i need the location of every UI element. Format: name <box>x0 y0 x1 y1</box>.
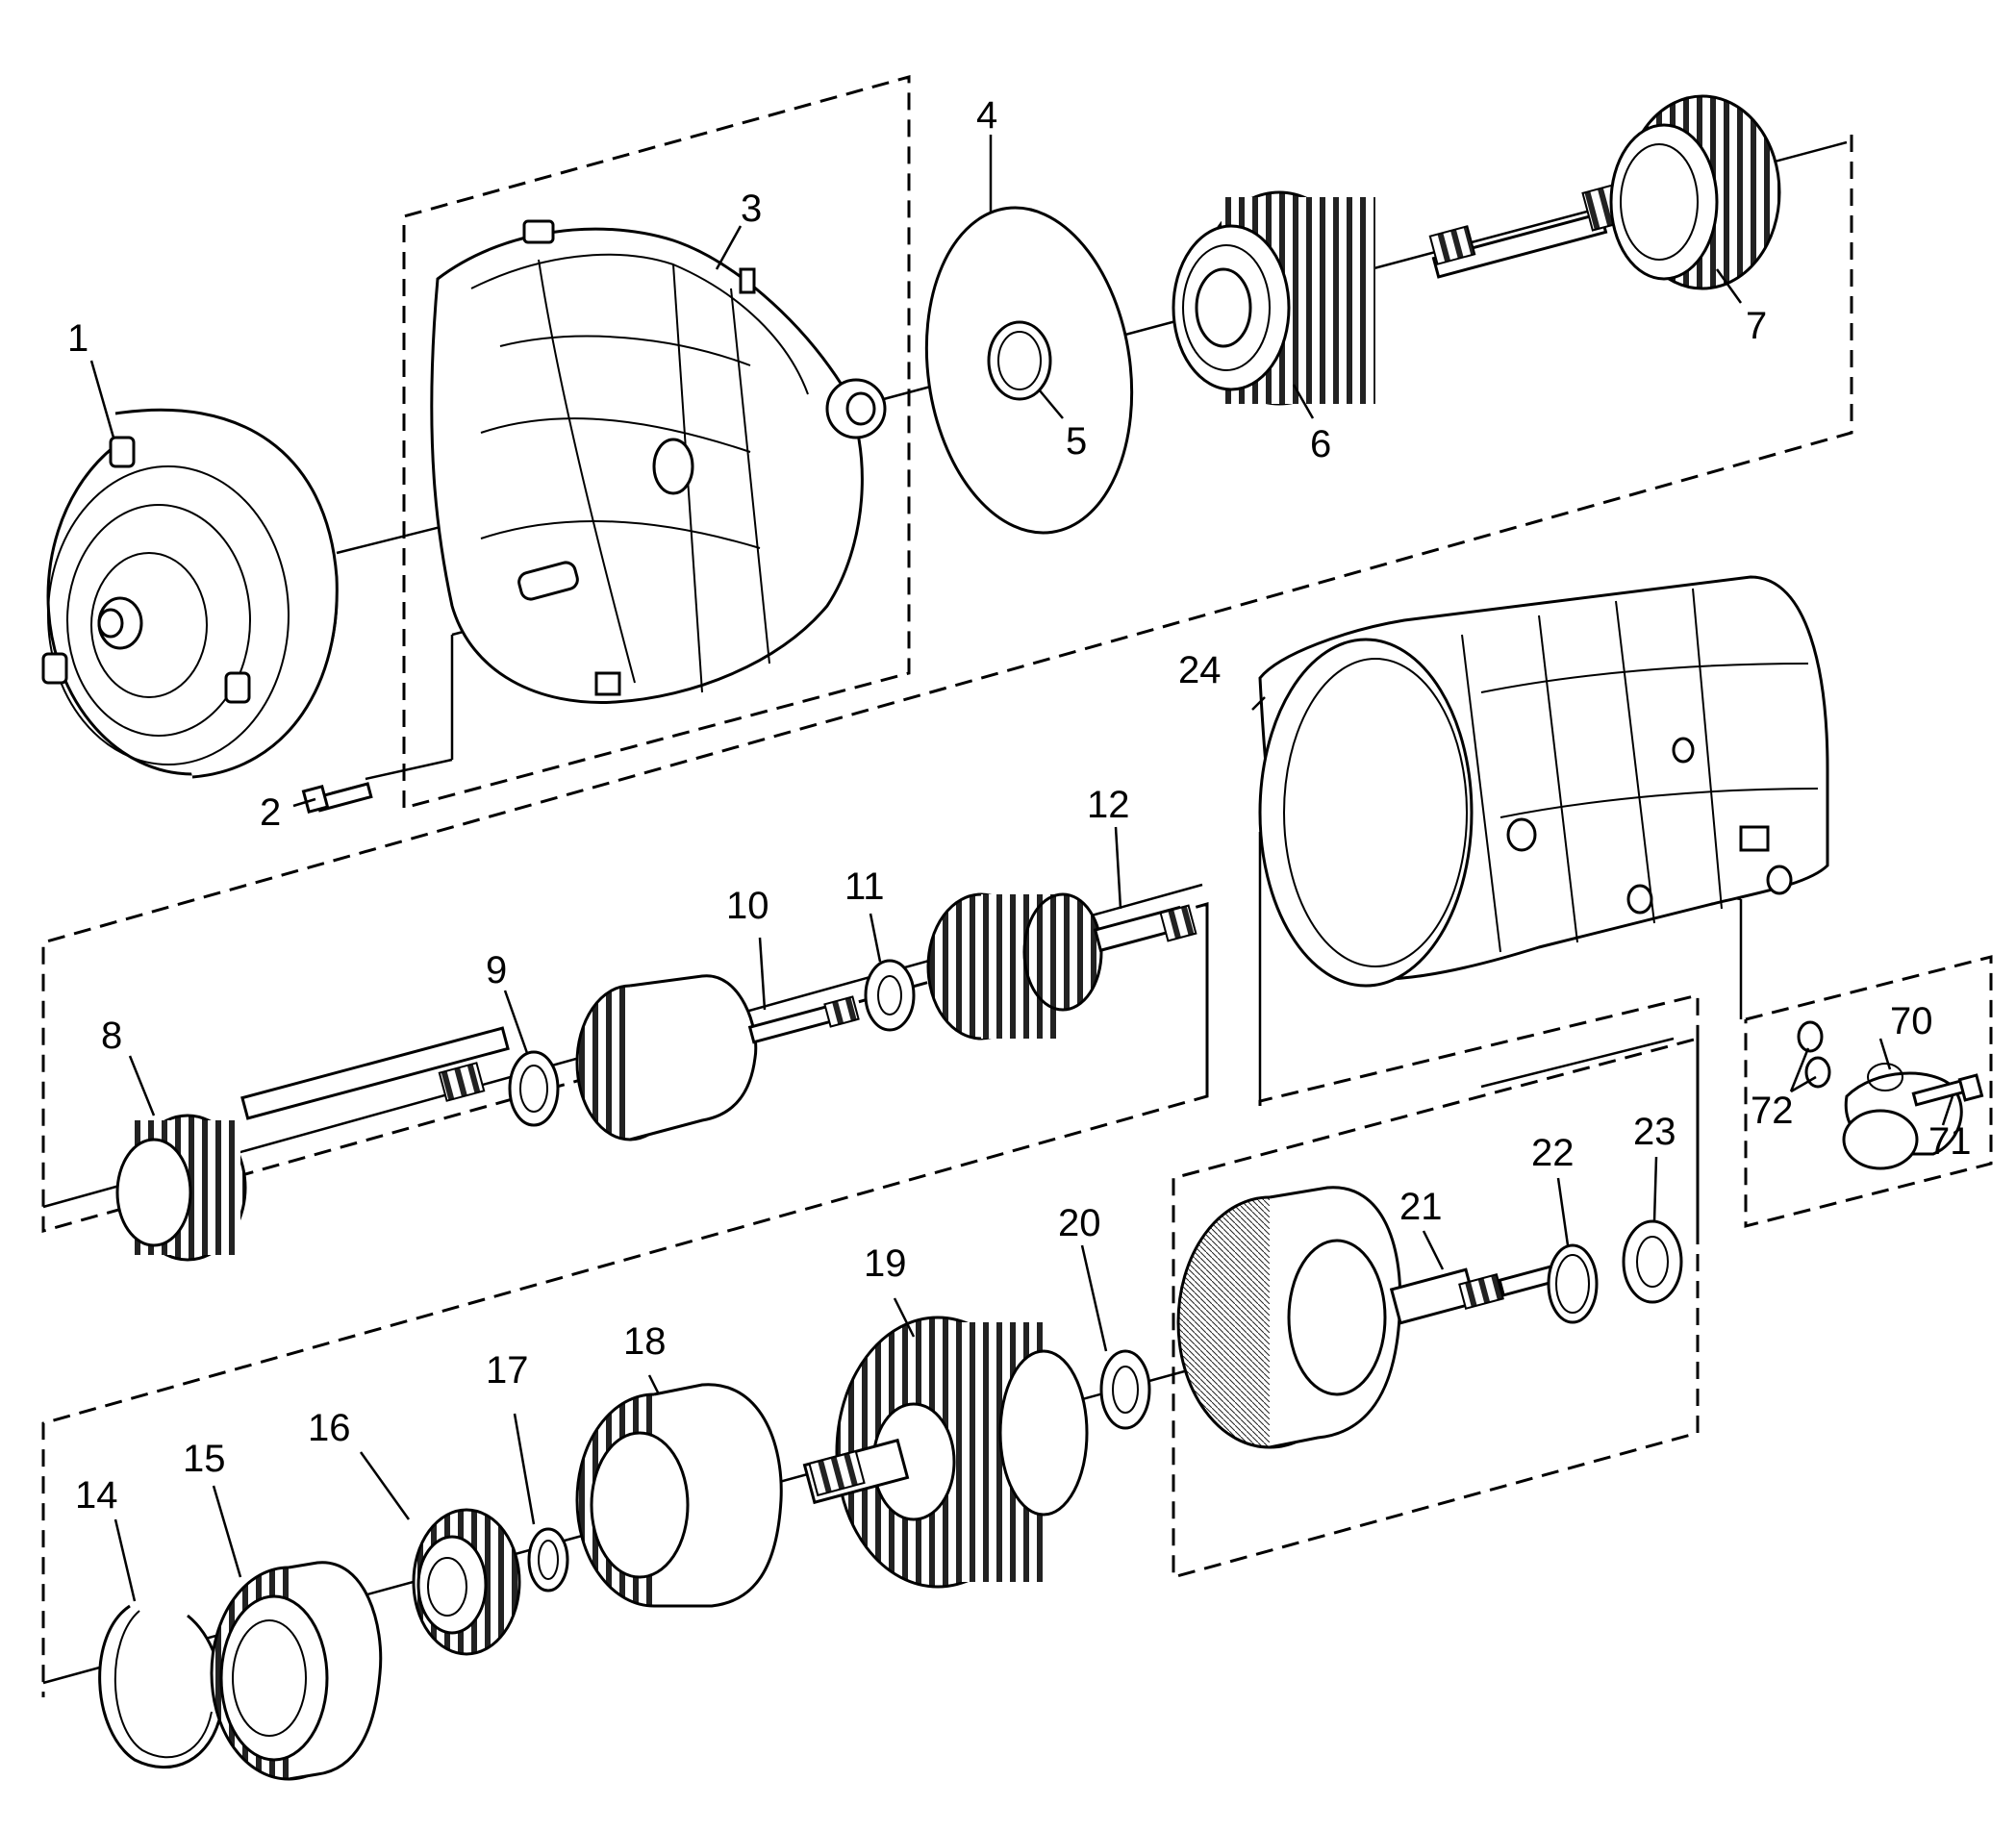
callout-12: 12 <box>1087 784 1130 826</box>
seal-ring-22 <box>1547 1243 1599 1324</box>
reaction-drum-10 <box>575 974 860 1141</box>
leader-lines <box>89 135 1954 1602</box>
assembly-boundaries <box>41 75 1993 1697</box>
thrust-washer-17 <box>527 1527 569 1593</box>
callout-14: 14 <box>75 1474 118 1517</box>
snap-ring <box>98 1604 224 1769</box>
torque-converter <box>41 408 339 779</box>
callout-2: 2 <box>260 791 281 834</box>
callout-labels: 1 2 3 4 5 6 7 8 9 10 11 12 14 15 16 17 1… <box>67 94 1972 1517</box>
callout-20: 20 <box>1058 1202 1101 1244</box>
callout-10: 10 <box>726 885 769 927</box>
thrust-washer <box>987 320 1052 401</box>
callout-22: 22 <box>1531 1132 1575 1174</box>
callout-7: 7 <box>1746 305 1767 347</box>
input-shaft-assembly <box>1428 94 1781 290</box>
thrust-washer-9 <box>508 1050 560 1127</box>
output-shaft-ring-gear <box>1176 1186 1571 1449</box>
callout-70: 70 <box>1890 1000 1933 1042</box>
callout-24: 24 <box>1178 649 1222 691</box>
clutch-housing-15 <box>210 1561 383 1781</box>
callout-19: 19 <box>864 1242 907 1285</box>
callout-21: 21 <box>1399 1186 1443 1228</box>
callout-6: 6 <box>1310 423 1331 465</box>
callout-23: 23 <box>1633 1111 1676 1153</box>
clutch-drum-6 <box>1172 190 1375 406</box>
callout-16: 16 <box>308 1407 351 1449</box>
bell-housing <box>430 219 887 704</box>
sensor-bolt-71 <box>1911 1073 1984 1107</box>
thrust-washer-20 <box>1099 1349 1151 1430</box>
callout-15: 15 <box>183 1438 226 1480</box>
callout-9: 9 <box>486 949 507 991</box>
planetary-carrier-19 <box>802 1316 1089 1589</box>
callout-18: 18 <box>623 1320 667 1363</box>
sun-gear-shaft-8 <box>115 1026 510 1262</box>
planetary-carrier-12 <box>926 892 1197 1041</box>
clutch-drum-18 <box>575 1383 783 1608</box>
callout-8: 8 <box>101 1015 122 1057</box>
callout-5: 5 <box>1066 420 1087 463</box>
thrust-washer-11 <box>864 959 916 1032</box>
callout-17: 17 <box>486 1349 529 1392</box>
oil-seal-23 <box>1622 1219 1683 1304</box>
callout-1: 1 <box>67 317 88 360</box>
callout-71: 71 <box>1928 1120 1972 1163</box>
callout-11: 11 <box>844 865 885 908</box>
callout-4: 4 <box>976 94 997 137</box>
sun-gear-16 <box>412 1508 521 1656</box>
callout-3: 3 <box>741 188 762 230</box>
housing-bolt <box>301 782 373 815</box>
callout-72: 72 <box>1751 1090 1794 1132</box>
transmission-case <box>1258 575 1829 988</box>
